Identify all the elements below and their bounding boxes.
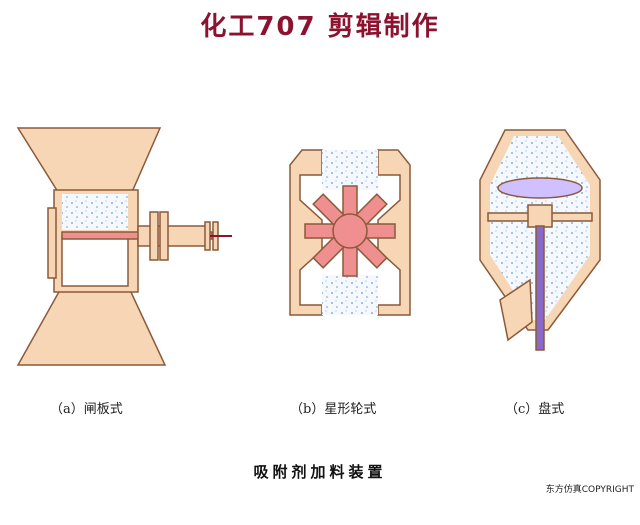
inlet-material xyxy=(322,150,378,190)
rotor-hub xyxy=(332,213,368,249)
figure-caption-a: （a）闸板式 xyxy=(50,402,123,417)
lower-hopper xyxy=(16,289,167,366)
spindle-collar xyxy=(527,204,553,228)
page-title: 化工707 剪辑制作 xyxy=(200,12,440,42)
diagram-caption: 吸附剂加料装置 xyxy=(253,463,387,481)
copyright-credit: 东方仿真COPYRIGHT xyxy=(545,485,634,495)
star-wheel-feeder xyxy=(289,149,411,316)
figure-caption-c: （c）盘式 xyxy=(505,402,565,417)
disc-feeder xyxy=(479,129,601,351)
disc-plate xyxy=(497,177,583,199)
upper-hopper xyxy=(16,127,162,193)
spindle xyxy=(535,225,545,351)
stem-flange-2 xyxy=(159,211,169,261)
gate-valve-feeder xyxy=(16,127,232,366)
outlet-material xyxy=(322,275,378,315)
valve-stem xyxy=(137,225,209,247)
figure-caption-b: （b）星形轮式 xyxy=(290,402,377,417)
left-flange xyxy=(47,207,57,279)
valve-chamber xyxy=(61,235,129,287)
stem-flange-1 xyxy=(149,211,159,261)
handle-plate-1 xyxy=(204,221,211,251)
granular-material xyxy=(62,194,128,230)
star-rotor xyxy=(304,185,396,277)
outlet-spout xyxy=(499,278,533,342)
